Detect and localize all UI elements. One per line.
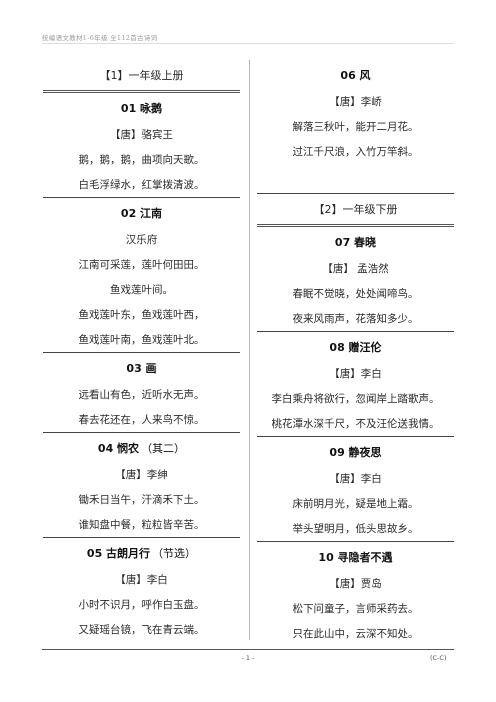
poem-line: 解落三秋叶，能开二月花。 (292, 121, 419, 133)
poem-line: 夜来风雨声，花落知多少。 (292, 313, 419, 325)
poem-title: 04 悯农（其二） (43, 433, 240, 462)
page-header: 统编语文教材1-6年级 全112首古诗词 (42, 34, 158, 42)
poem-author: 【唐】李绅 (115, 469, 168, 481)
poem-author: 【唐】 孟浩然 (322, 263, 389, 275)
poem-line: 鱼戏莲叶东，鱼戏莲叶西， (78, 309, 205, 321)
poem-divider (43, 197, 240, 198)
poem-line: 鱼戏莲叶南，鱼戏莲叶北。 (78, 334, 205, 346)
poem-author: 【唐】李白 (329, 473, 382, 485)
poem-title: 10 寻隐者不遇 (318, 550, 393, 564)
footer-rule (42, 649, 454, 650)
poem-divider (257, 541, 454, 542)
left-column: 【1】一年级上册 01 咏鹅 【唐】骆宾王 鹅，鹅，鹅，曲项向天歌。 白毛浮绿水… (43, 60, 240, 642)
section-heading-grade1-upper: 【1】一年级上册 (99, 69, 184, 82)
poem-title: 02 江南 (120, 206, 163, 220)
poem-line: 桃花潭水深千尺，不及汪伦送我情。 (271, 418, 440, 430)
poem-line: 谁知盘中餐，粒粒皆辛苦。 (78, 519, 205, 531)
column-divider (249, 60, 250, 640)
poem-title-note: （其二） (141, 441, 186, 455)
poem-line: 江南可采莲，莲叶何田田。 (78, 259, 205, 271)
poem-line: 春眠不觉晓，处处闻啼鸟。 (292, 288, 419, 300)
poem-title: 01 咏鹅 (120, 101, 163, 115)
poem-line: 白毛浮绿水，红掌拨清波。 (78, 179, 205, 191)
section-divider (257, 193, 454, 194)
poem-title: 07 春晓 (334, 235, 377, 249)
poem-divider (257, 331, 454, 332)
footer-mark: (C-C) (430, 654, 447, 662)
header-rule (42, 43, 454, 44)
spacer (257, 164, 454, 193)
poem-line: 李白乘舟将欲行，忽闻岸上踏歌声。 (271, 393, 440, 405)
poem-line: 过江千尺浪，入竹万竿斜。 (292, 146, 419, 158)
poem-divider (257, 224, 454, 227)
poem-author: 汉乐府 (125, 234, 158, 246)
poem-line: 松下问童子，言师采药去。 (292, 603, 419, 615)
poem-divider (43, 537, 240, 538)
poem-divider (43, 90, 240, 93)
poem-line: 春去花还在，人来鸟不惊。 (78, 414, 205, 426)
poem-author: 【唐】李白 (329, 368, 382, 380)
poem-author: 【唐】贾岛 (329, 578, 382, 590)
section-heading-grade1-lower: 【2】一年级下册 (313, 203, 398, 216)
poem-divider (43, 352, 240, 353)
poem-line: 只在此山中，云深不知处。 (292, 628, 419, 640)
poem-title: 08 赠汪伦 (329, 340, 382, 354)
poem-author: 【唐】李白 (115, 574, 168, 586)
poem-line: 举头望明月，低头思故乡。 (292, 523, 419, 535)
poem-line: 床前明月光，疑是地上霜。 (292, 498, 419, 510)
poem-line: 鹅，鹅，鹅，曲项向天歌。 (78, 154, 205, 166)
poem-title: 05 古朗月行（节选） (43, 538, 240, 567)
poem-title-main: 05 古朗月行 (86, 546, 151, 560)
poem-title: 03 画 (126, 361, 157, 375)
page-number: - 1 - (241, 654, 255, 662)
right-column: 06 风 【唐】李峤 解落三秋叶，能开二月花。 过江千尺浪，入竹万竿斜。 【2】… (257, 60, 454, 646)
poem-title: 09 静夜思 (329, 445, 382, 459)
poem-title-main: 04 悯农 (97, 441, 140, 455)
poem-divider (43, 432, 240, 433)
poem-divider (257, 436, 454, 437)
poem-author: 【唐】李峤 (329, 96, 382, 108)
poem-line: 鱼戏莲叶间。 (110, 284, 173, 296)
poem-title-note: （节选） (152, 546, 197, 560)
poem-line: 小时不识月，呼作白玉盘。 (78, 599, 205, 611)
poem-line: 锄禾日当午，汗滴禾下土。 (78, 494, 205, 506)
poem-author: 【唐】骆宾王 (110, 129, 173, 141)
poem-title: 06 风 (340, 68, 371, 82)
poem-line: 又疑瑶台镜，飞在青云端。 (78, 624, 205, 636)
poem-line: 远看山有色，近听水无声。 (78, 389, 205, 401)
